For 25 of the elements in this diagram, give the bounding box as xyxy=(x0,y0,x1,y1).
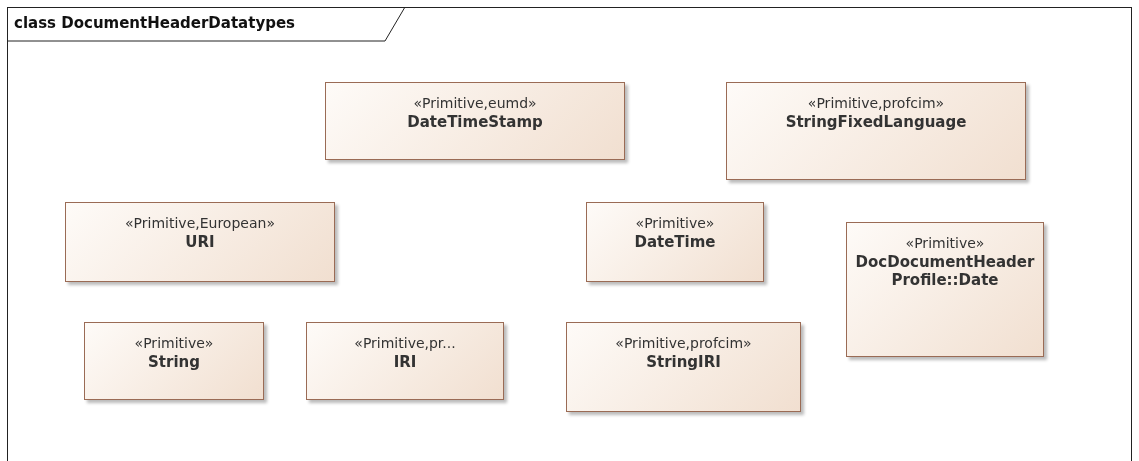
stereotype-label: «Primitive» xyxy=(634,215,716,231)
class-name: DateTime xyxy=(633,233,717,251)
class-box xyxy=(325,82,625,160)
stereotype-label: «Primitive,profcim» xyxy=(806,95,946,111)
class-name: StringFixedLanguage xyxy=(784,113,968,131)
stereotype-label: «Primitive» xyxy=(133,335,215,351)
diagram-title: class DocumentHeaderDatatypes xyxy=(14,14,296,32)
class-name: DocDocumentHeaderProfile::Date xyxy=(854,253,1036,289)
class-name: String xyxy=(147,353,201,371)
stereotype-label: «Primitive,European» xyxy=(124,215,276,231)
class-box xyxy=(586,202,764,282)
class-box xyxy=(726,82,1026,180)
stereotype-label: «Primitive» xyxy=(904,235,986,251)
class-box xyxy=(65,202,335,282)
class-name: StringIRI xyxy=(645,353,722,371)
stereotype-label: «Primitive,profcim» xyxy=(614,335,753,351)
class-name: DateTimeStamp xyxy=(406,113,544,131)
class-box xyxy=(846,222,1044,357)
stereotype-label: «Primitive,eumd» xyxy=(412,95,538,111)
class-box xyxy=(306,322,504,400)
class-name: URI xyxy=(184,233,216,251)
stereotype-label: «Primitive,pr... xyxy=(353,335,457,351)
class-box xyxy=(566,322,801,412)
class-box xyxy=(84,322,264,400)
class-name: IRI xyxy=(392,353,418,371)
